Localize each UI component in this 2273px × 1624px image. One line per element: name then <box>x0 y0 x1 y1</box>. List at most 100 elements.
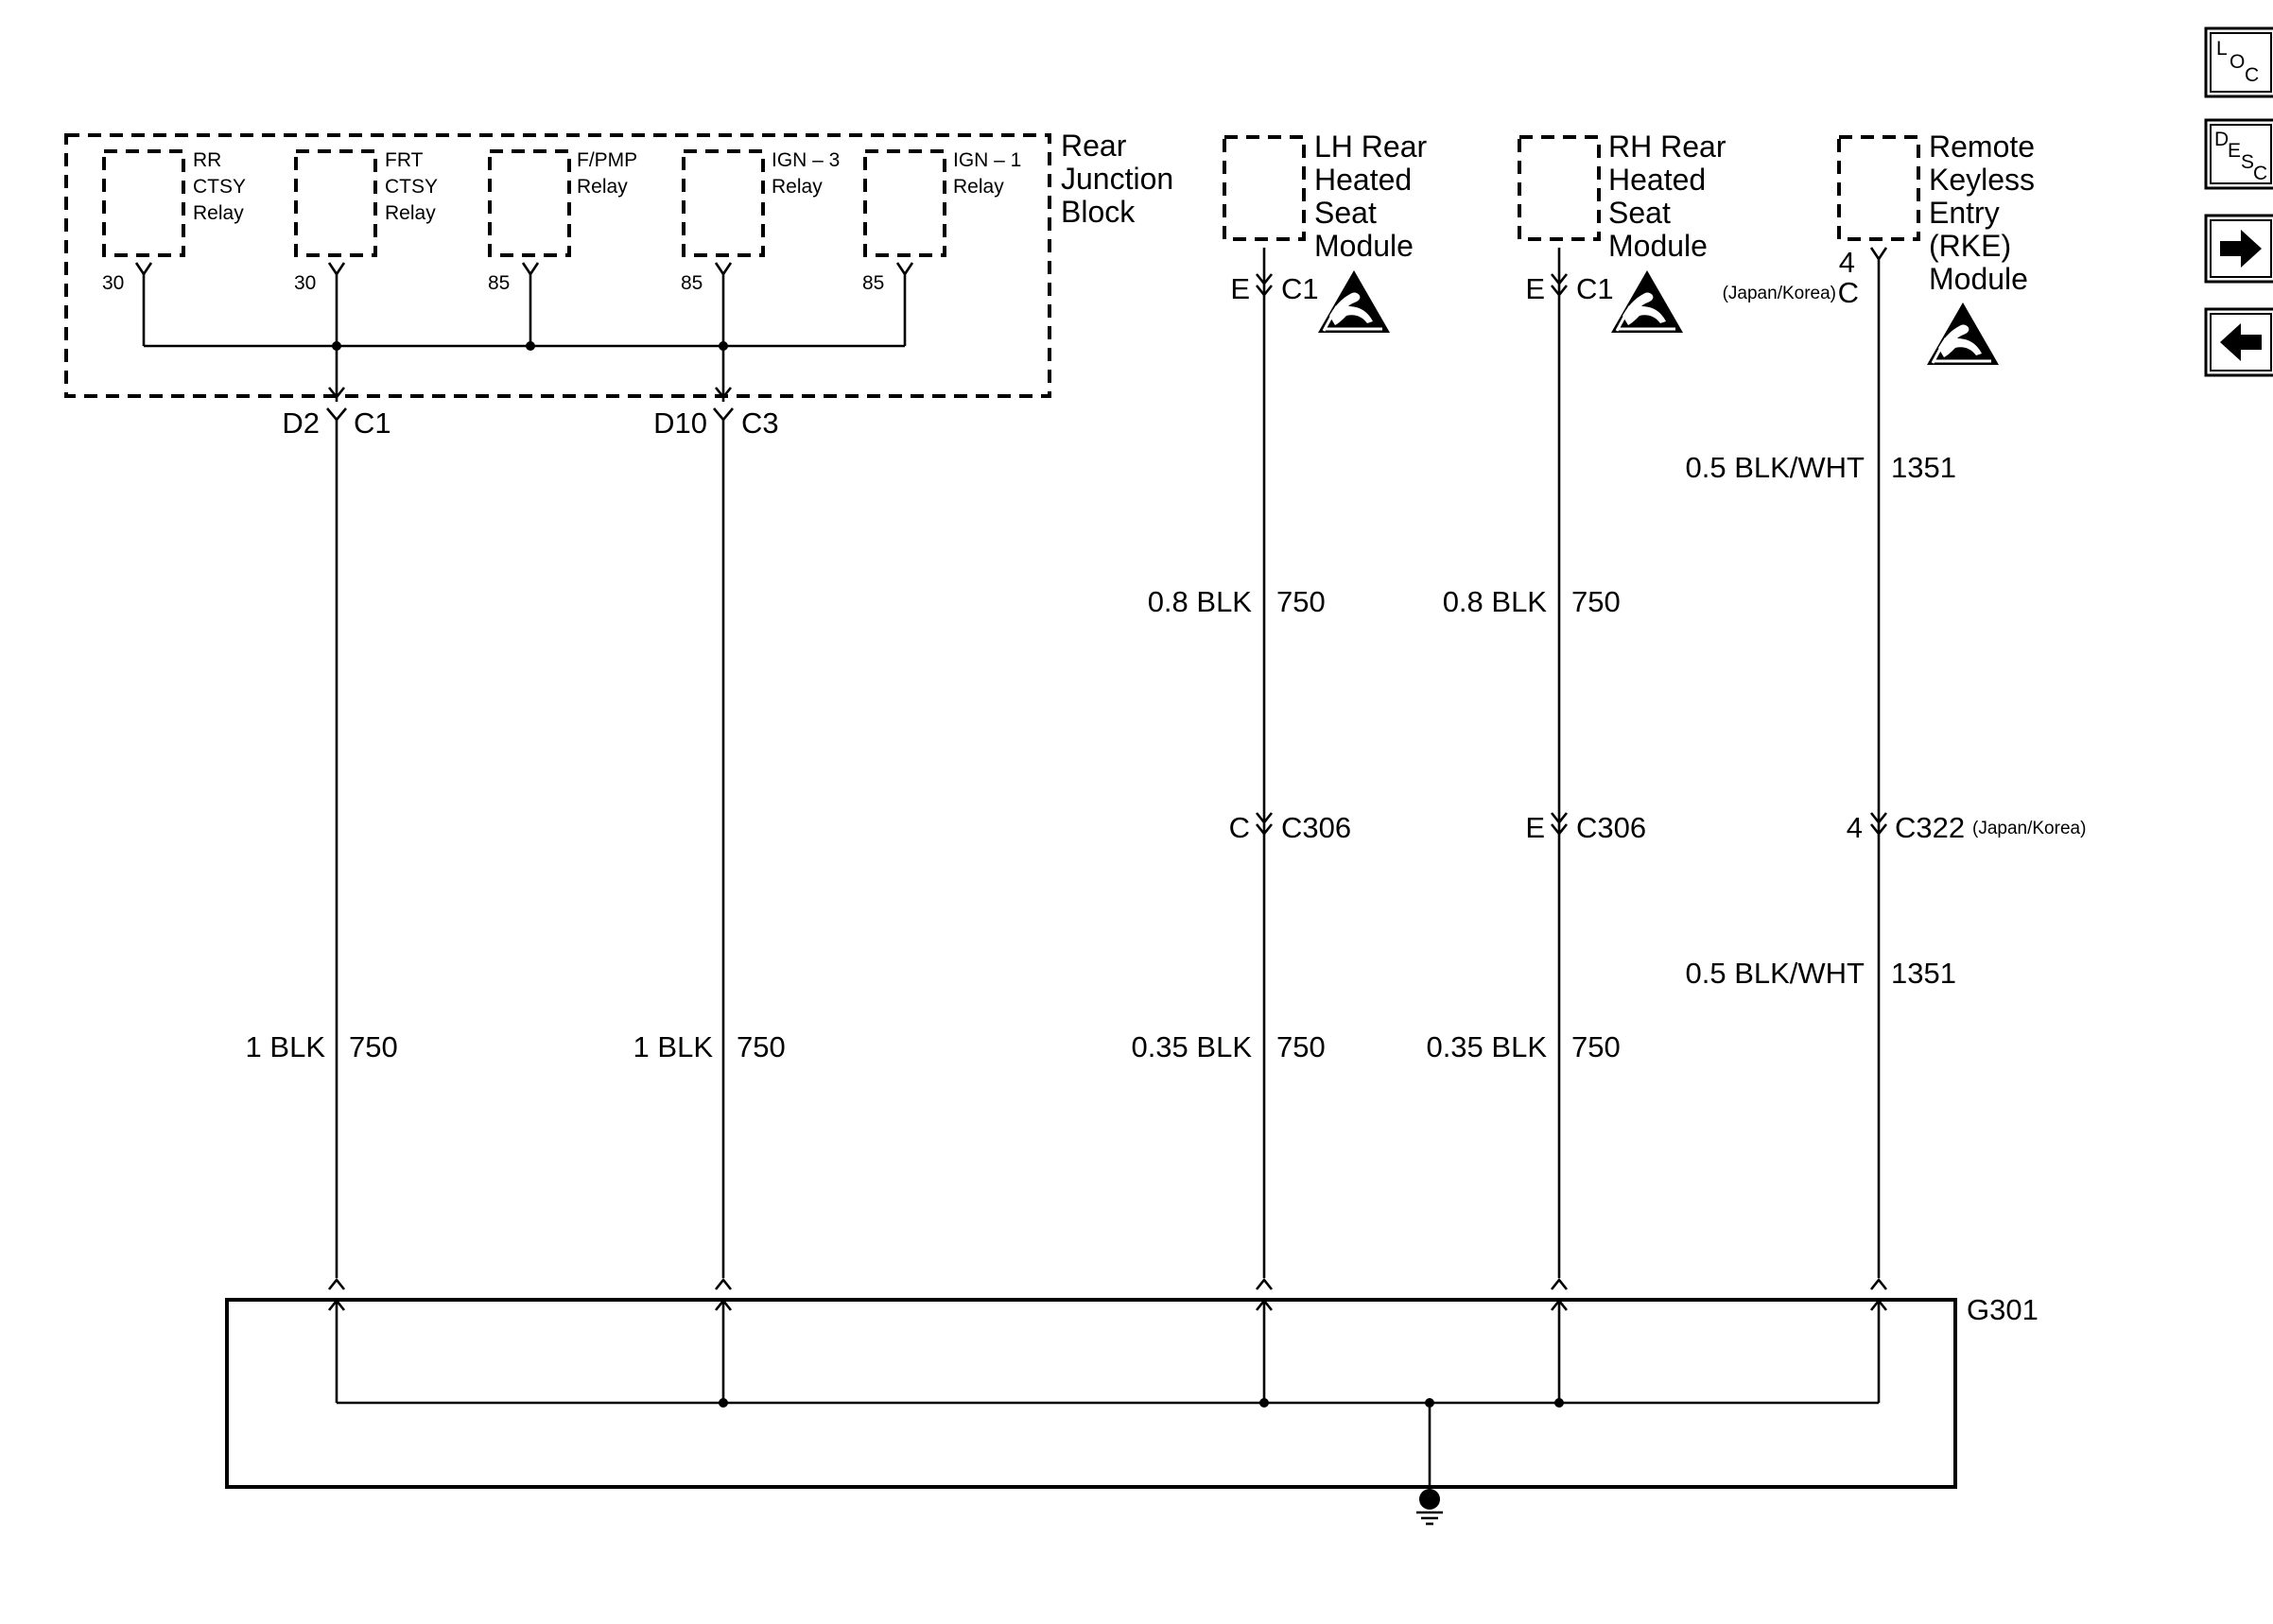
wire-gauge-color: 1 BLK <box>633 1030 714 1063</box>
module-connector: C1 <box>1281 272 1319 305</box>
relay-ign-3: IGN – 3 Relay 85 <box>681 149 840 294</box>
wire-gauge-color: 0.5 BLK/WHT <box>1686 957 1865 990</box>
relay-pin: 85 <box>488 272 510 294</box>
rear-junction-block: Rear Junction Block RR CTSY Relay 30 FRT… <box>64 129 1173 398</box>
ground-block-outline <box>225 1298 1957 1489</box>
wire-circuit: 750 <box>349 1030 398 1063</box>
output-d2-c1: D2 C1 1 BLK 750 <box>246 346 398 1278</box>
loc-button[interactable]: L O C <box>2204 26 2273 98</box>
arrow-right-icon <box>2220 230 2262 268</box>
module-note: (Japan/Korea) <box>1723 284 1836 303</box>
loc-letter: O <box>2230 51 2245 73</box>
module-name-line: Module <box>1608 229 1708 263</box>
relay-pin: 85 <box>681 272 703 294</box>
module-outline <box>1223 135 1306 241</box>
output-pin: D10 <box>653 406 707 440</box>
junction-block-outline <box>64 133 1051 398</box>
module-name-line: Module <box>1314 229 1414 263</box>
module-name-line: Module <box>1929 262 2028 296</box>
module-pin: E <box>1230 272 1250 305</box>
wire-circuit: 750 <box>737 1030 786 1063</box>
module-outline <box>1518 135 1601 241</box>
module-name-line: Heated <box>1608 163 1706 197</box>
relay-label-line: RR <box>193 149 221 171</box>
wire-circuit: 750 <box>1276 585 1326 618</box>
rh-rear-heated-seat-module: RH Rear Heated Seat Module E C1 0.8 BLK … <box>1426 130 1726 1278</box>
relay-pin: 30 <box>102 272 124 294</box>
module-name-line: RH Rear <box>1608 130 1726 164</box>
wire-circuit: 750 <box>1571 585 1621 618</box>
relay-label-line: Relay <box>953 176 1004 198</box>
back-button[interactable] <box>2204 307 2273 377</box>
relay-label-line: Relay <box>772 176 823 198</box>
module-name-line: Keyless <box>1929 163 2035 197</box>
relay-label-line: IGN – 3 <box>772 149 840 171</box>
module-name-line: (RKE) <box>1929 229 2011 263</box>
rke-module: Remote Keyless Entry (RKE) Module 4 C (J… <box>1686 130 2086 1278</box>
relay-label-line: FRT <box>385 149 424 171</box>
desc-letter: S <box>2241 151 2254 173</box>
ground-symbol-icon <box>1416 1489 1443 1526</box>
desc-letter: D <box>2214 129 2229 150</box>
relay-f-pmp: F/PMP Relay 85 <box>488 149 637 294</box>
inline-pin: 4 <box>1847 811 1863 844</box>
wire-gauge-color: 0.35 BLK <box>1131 1030 1252 1063</box>
module-name-line: Seat <box>1608 196 1671 230</box>
wire-circuit: 750 <box>1276 1030 1326 1063</box>
lh-rear-heated-seat-module: LH Rear Heated Seat Module E C1 0.8 BLK … <box>1131 130 1428 1278</box>
inline-note: (Japan/Korea) <box>1972 819 2086 838</box>
relay-pin: 85 <box>862 272 884 294</box>
relay-pin-terminals <box>134 262 914 348</box>
inline-connector: C306 <box>1576 811 1646 844</box>
module-pin: E <box>1525 272 1545 305</box>
module-name-line: Seat <box>1314 196 1377 230</box>
arrow-left-icon <box>2220 323 2262 361</box>
desc-button[interactable]: D E S C <box>2204 118 2273 190</box>
wire-circuit: 750 <box>1571 1030 1621 1063</box>
relay-label-line: CTSY <box>385 176 438 198</box>
relay-label-line: CTSY <box>193 176 246 198</box>
output-connector: C1 <box>354 406 391 440</box>
ground-splice-dots <box>719 1398 1564 1408</box>
esd-warning-icon <box>1316 268 1392 335</box>
module-name-line: Heated <box>1314 163 1412 197</box>
output-pin: D2 <box>282 406 320 440</box>
loc-letter: L <box>2216 38 2228 60</box>
esd-warning-icon <box>1925 301 2001 367</box>
relay-pin: 30 <box>294 272 316 294</box>
junction-block-name-line-3: Block <box>1061 195 1136 229</box>
inline-connector: C306 <box>1281 811 1351 844</box>
junction-block-name-line-2: Junction <box>1061 162 1173 196</box>
junction-block-name-line-1: Rear <box>1061 129 1127 163</box>
wire-gauge-color: 0.5 BLK/WHT <box>1686 451 1865 484</box>
desc-letter: E <box>2228 140 2241 162</box>
module-outline <box>1837 135 1920 241</box>
relay-label-line: Relay <box>577 176 628 198</box>
module-connector: C1 <box>1576 272 1614 305</box>
wire-gauge-color: 1 BLK <box>246 1030 326 1063</box>
next-button[interactable] <box>2204 214 2273 284</box>
relay-ign-1: IGN – 1 Relay 85 <box>862 149 1021 294</box>
module-name-line: Remote <box>1929 130 2035 164</box>
wire-circuit: 1351 <box>1891 451 1956 484</box>
relay-rr-ctsy: RR CTSY Relay 30 <box>102 149 246 294</box>
ground-label: G301 <box>1967 1293 2039 1326</box>
relay-label-line: F/PMP <box>577 149 637 171</box>
loc-letter: C <box>2245 64 2259 86</box>
desc-letter: C <box>2253 163 2267 184</box>
module-pin: 4 <box>1839 246 1855 279</box>
relay-label-line: Relay <box>193 202 244 224</box>
inline-pin: E <box>1525 811 1545 844</box>
wire-circuit: 1351 <box>1891 957 1956 990</box>
inline-pin: C <box>1229 811 1250 844</box>
module-connector: C <box>1838 276 1859 309</box>
relay-frt-ctsy: FRT CTSY Relay 30 <box>294 149 438 294</box>
ground-terminals <box>327 1277 1888 1495</box>
relay-label-line: Relay <box>385 202 436 224</box>
inline-connector: C322 <box>1895 811 1965 844</box>
esd-warning-icon <box>1609 268 1685 335</box>
ground-g301: G301 <box>225 1277 2039 1526</box>
wire-gauge-color: 0.8 BLK <box>1148 585 1253 618</box>
relay-label-line: IGN – 1 <box>953 149 1021 171</box>
